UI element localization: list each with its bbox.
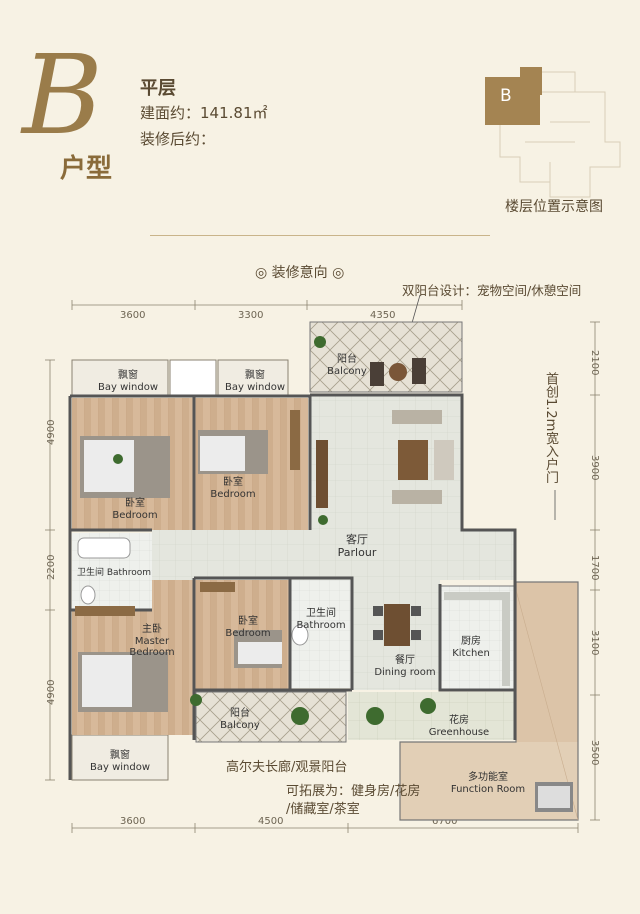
key-plan-marker: B — [500, 86, 512, 106]
bathroom-1-label: 卫生间 Bathroom — [76, 568, 152, 578]
key-plan-diagram — [485, 67, 621, 198]
dim-top-2: 3300 — [238, 310, 264, 321]
dim-bottom-1: 3600 — [120, 816, 146, 827]
expand-note-line-1: 可拓展为：健身房/花房 — [286, 784, 421, 799]
header-divider — [150, 235, 490, 236]
balcony-design-note: 双阳台设计：宠物空间/休憩空间 — [402, 283, 582, 298]
finish-area: 装修后约： — [140, 130, 216, 148]
dim-top-1: 3600 — [120, 310, 146, 321]
dim-bottom-3: 6700 — [432, 816, 458, 827]
expand-note-line-2: /储藏室/茶室 — [286, 802, 360, 817]
dim-top-3: 4350 — [370, 310, 396, 321]
key-plan-caption: 楼层位置示意图 — [505, 199, 603, 215]
unit-letter: B — [22, 31, 103, 159]
floor-type: 平层 — [140, 78, 176, 99]
unit-type-label: 户型 — [60, 154, 113, 184]
golf-corridor-note: 高尔夫长廊/观景阳台 — [226, 760, 348, 775]
entrance-door-note: 首创1.2m宽入户门 — [543, 372, 558, 484]
dim-bottom-2: 4500 — [258, 816, 284, 827]
section-title: ◎ 装修意向 ◎ — [255, 265, 345, 281]
floor-area: 建面约：141.81㎡ — [140, 104, 268, 122]
